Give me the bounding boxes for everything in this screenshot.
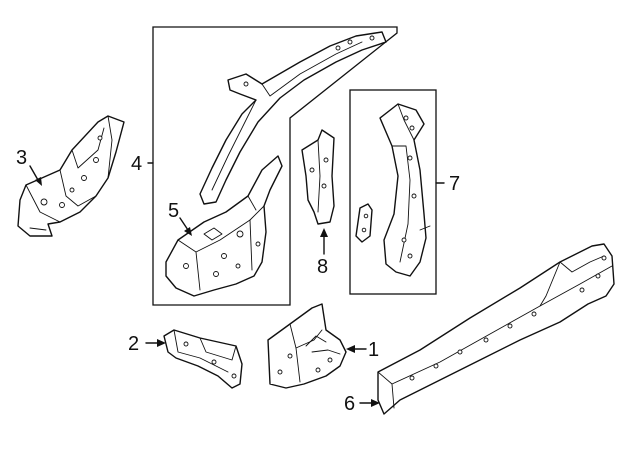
callout-1: 1 — [368, 339, 379, 361]
part-8-reinforcement[interactable] — [301, 129, 335, 225]
assembly-box-4 — [152, 26, 398, 306]
callout-5: 5 — [168, 200, 179, 222]
callout-2: 2 — [128, 333, 139, 355]
leader-lines — [29, 162, 445, 407]
part-3-hinge-pillar[interactable] — [17, 115, 125, 237]
part-4-upper-rail[interactable] — [199, 31, 387, 205]
callout-8: 8 — [317, 256, 328, 278]
part-6-rocker[interactable] — [377, 243, 615, 415]
callout-7: 7 — [449, 173, 460, 195]
part-5-lower-pillar[interactable] — [165, 155, 283, 297]
callout-6: 6 — [344, 393, 355, 415]
part-1-pillar-section[interactable] — [267, 303, 347, 389]
assembly-box-7 — [349, 89, 437, 295]
callout-3: 3 — [16, 147, 27, 169]
part-2-bracket[interactable] — [163, 329, 243, 389]
part-7-b-pillar[interactable] — [355, 103, 431, 277]
callout-4: 4 — [131, 153, 142, 175]
